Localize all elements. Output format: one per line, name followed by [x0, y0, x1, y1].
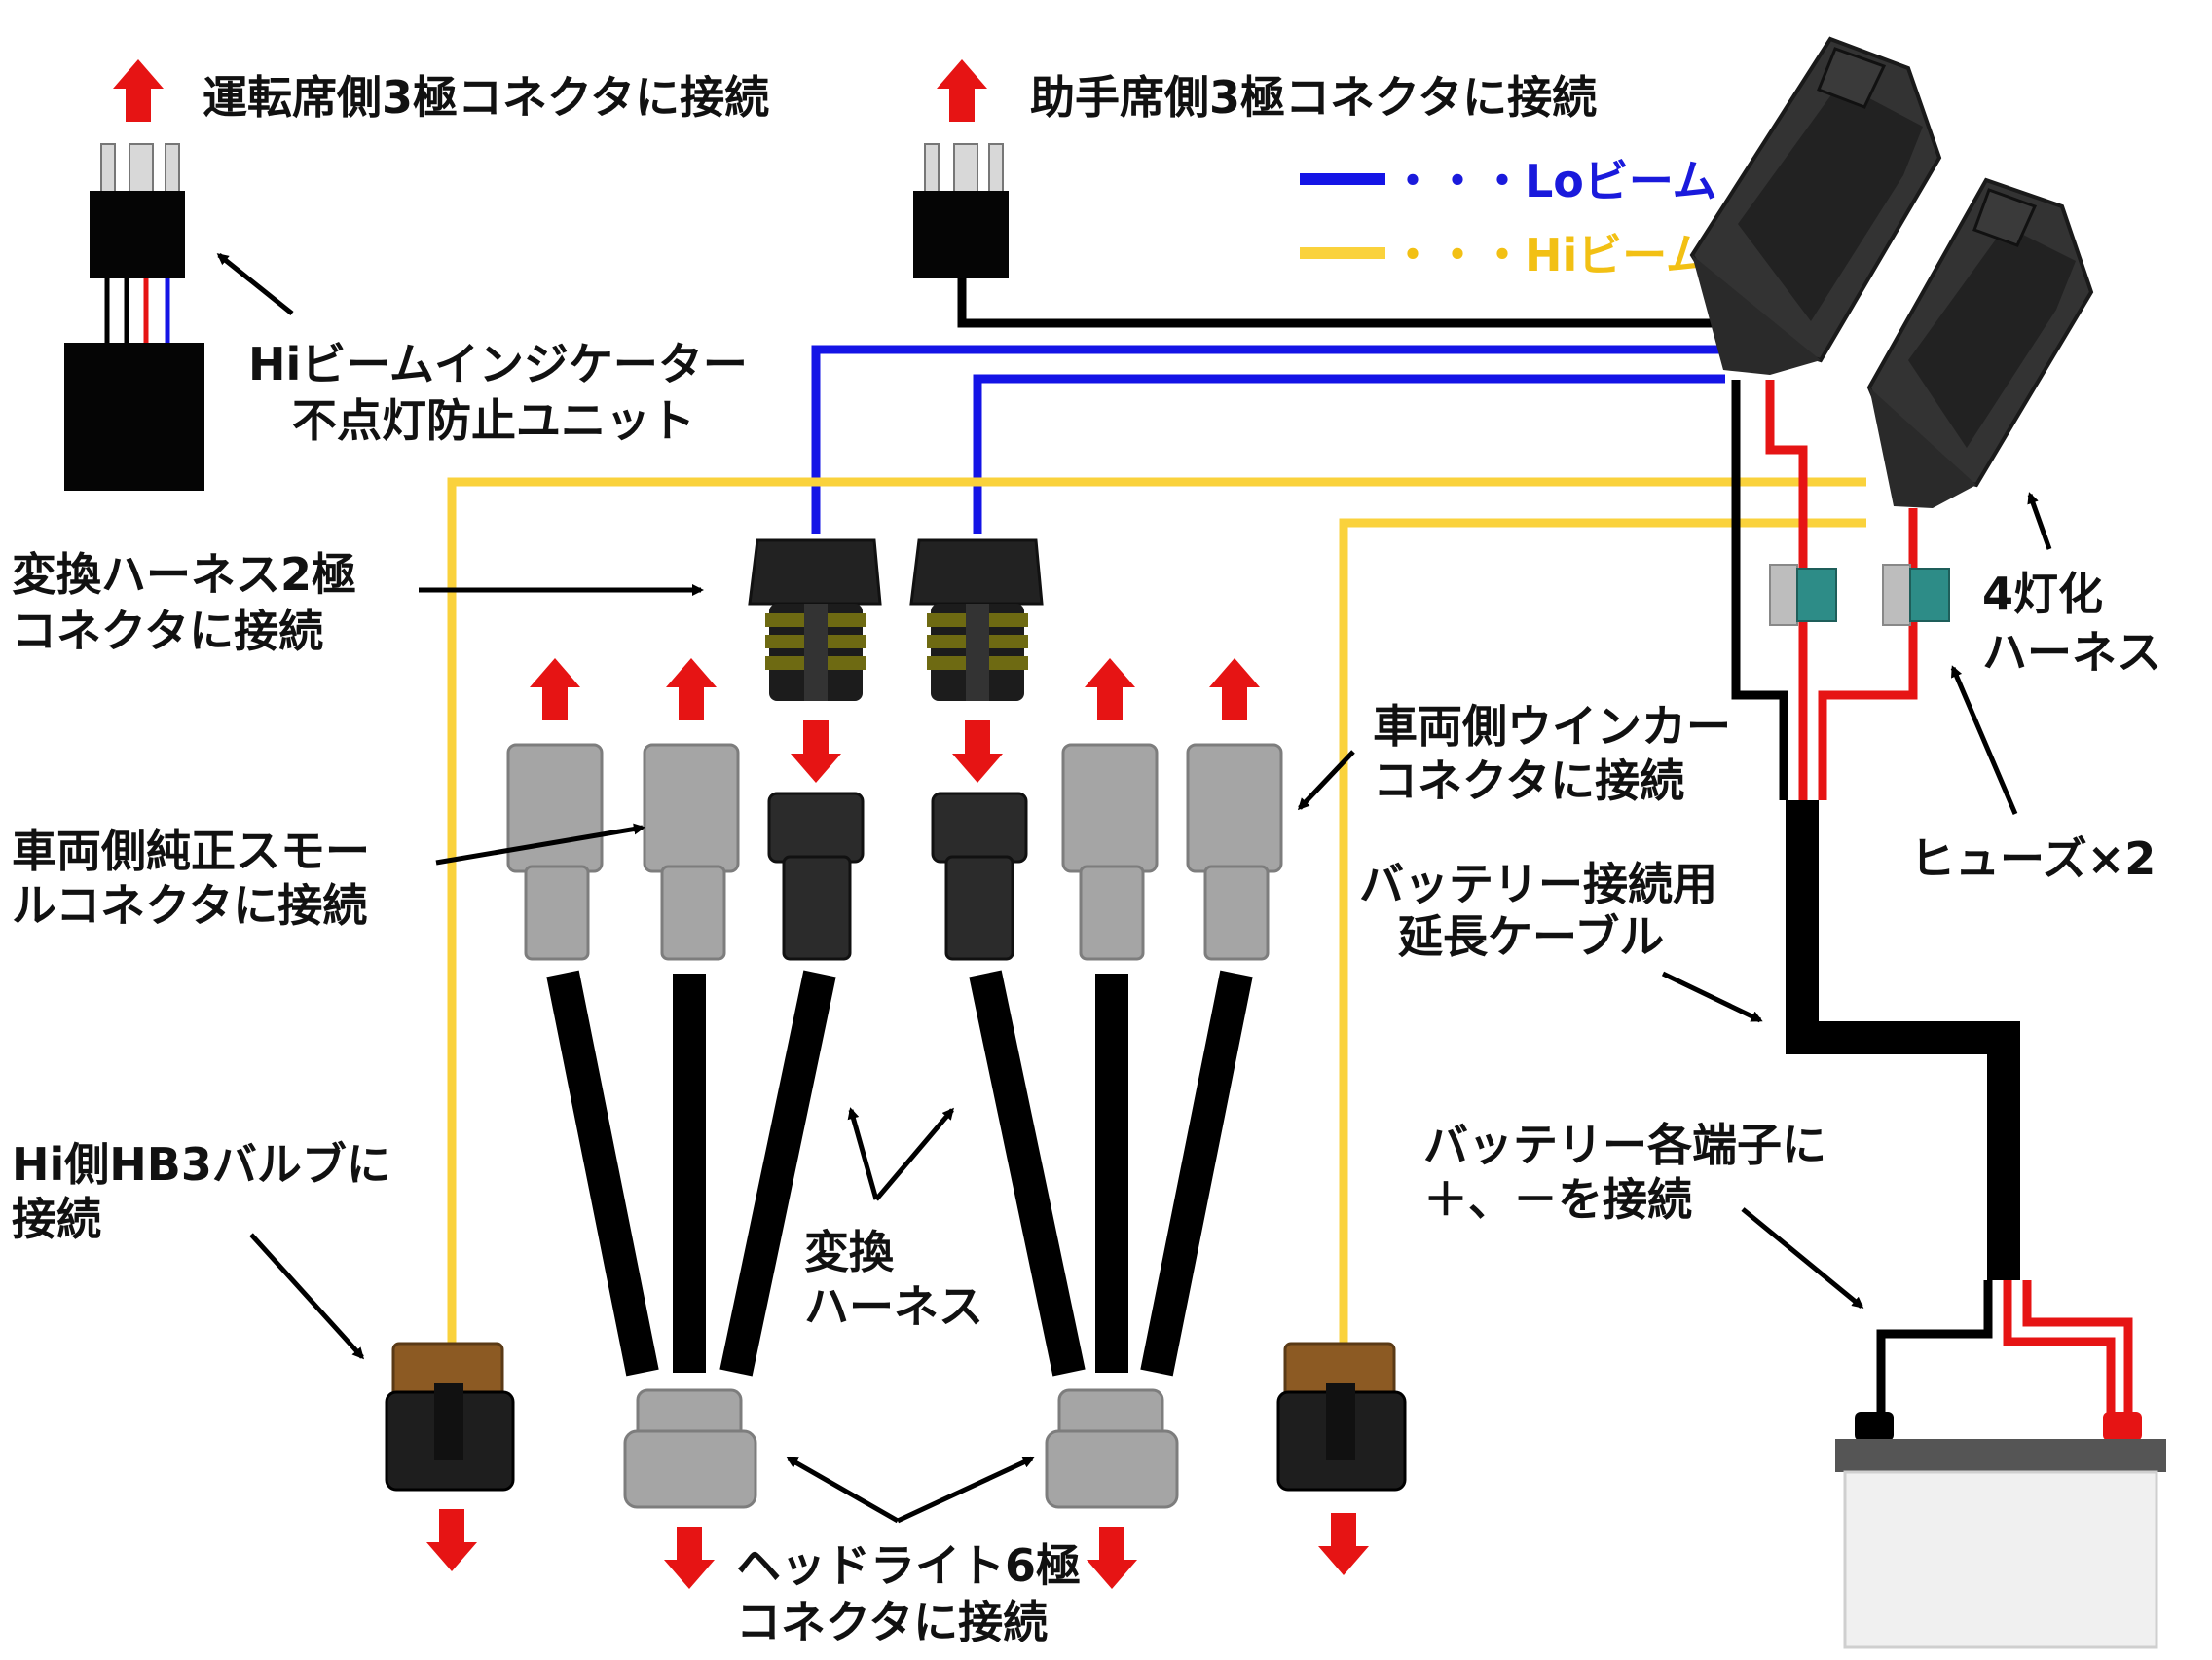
headlight-6pin-connector-left: [623, 1388, 757, 1509]
battery-cable-label-2: 延長ケーブル: [1398, 910, 1664, 963]
battery-extension-cable: [1786, 800, 2020, 1280]
black-pointer-arrow-icon: [249, 1233, 365, 1360]
winker-connector-2: [1186, 743, 1283, 961]
ground-wire-vertical: [1731, 380, 1788, 800]
hb3-label: Hi側HB3バルブに: [12, 1138, 391, 1191]
black-pointer-arrow-icon: [435, 823, 645, 866]
indicator-prevention-unit: [64, 343, 204, 491]
hi-wire-left: [447, 477, 1866, 1344]
car-battery-icon: [1835, 1412, 2166, 1649]
conversion-harness-label-2: ハーネス: [804, 1280, 983, 1333]
black-pointer-arrow-icon: [1297, 750, 1355, 811]
red-up-arrow-icon: [1209, 658, 1260, 720]
legend-lo-label: ・・・Loビーム: [1390, 155, 1717, 207]
small-connector-2: [643, 743, 740, 961]
headlight-6pin-connector-right: [1045, 1388, 1179, 1509]
black-pointer-arrow-icon: [847, 1107, 879, 1200]
indicator-unit-label-2: 不点灯防止ユニット: [292, 394, 695, 447]
hb3-label-2: 接続: [12, 1193, 101, 1245]
legend-hi-label: ・・・Hiビーム: [1390, 229, 1711, 281]
positive-wire-right: [1818, 508, 1918, 800]
battery-terminal-label-2: ＋、－を接続: [1423, 1173, 1692, 1226]
small-connector-label-2: ルコネクタに接続: [12, 879, 367, 932]
wires: [447, 255, 2133, 1414]
conversion-black-connector-1: [767, 792, 865, 961]
black-pointer-arrow-icon: [786, 1456, 900, 1524]
lo-wire-right: [973, 374, 1725, 534]
headlight-6pin-label: ヘッドライト6極: [736, 1539, 1081, 1592]
indicator-unit-label: Hiビームインジケーター: [248, 338, 748, 390]
black-pointer-arrow-icon: [1950, 665, 2018, 815]
red-up-arrow-icon: [530, 658, 580, 720]
battery-terminal-label: バッテリー各端子に: [1423, 1119, 1826, 1171]
black-pointer-arrow-icon: [896, 1456, 1035, 1524]
passenger-side-label: 助手席側3極コネクタに接続: [1030, 71, 1597, 124]
black-pointer-arrow-icon: [216, 253, 294, 315]
black-pointer-arrow-icon: [1661, 971, 1763, 1023]
fuse-holder-1: [1769, 564, 1837, 626]
conversion-harness-label: 変換: [804, 1226, 895, 1278]
lo-wire-left: [811, 345, 1725, 534]
legend-hi-swatch: [1300, 247, 1385, 259]
driver-side-label: 運転席側3極コネクタに接続: [203, 71, 769, 124]
pointer-arrows: [216, 253, 2052, 1524]
red-down-arrow-icon: [1318, 1513, 1369, 1575]
black-pointer-arrow-icon: [2027, 492, 2052, 550]
passenger-side-3pin-connector: [913, 143, 1009, 278]
red-up-arrow-icon: [937, 59, 987, 122]
battery-positive-lead-2: [2022, 1280, 2133, 1414]
small-connector-label: 車両側純正スモー: [12, 825, 370, 877]
fuse-label: ヒューズ×2: [1910, 832, 2156, 885]
legend-lo-swatch: [1300, 173, 1385, 185]
four-lamp-harness-label-2: ハーネス: [1982, 626, 2161, 679]
four-lamp-harness-label: 4灯化: [1982, 568, 2103, 620]
headlight-6pin-label-2: コネクタに接続: [736, 1596, 1048, 1648]
fuse-holder-2: [1882, 564, 1950, 626]
conversion-2pin-connector-left: [748, 538, 882, 701]
driver-side-3pin-connector: [90, 143, 185, 278]
winker-connector-1: [1061, 743, 1159, 961]
red-up-arrow-icon: [1085, 658, 1135, 720]
black-pointer-arrow-icon: [1741, 1207, 1864, 1309]
small-connector-1: [506, 743, 604, 961]
red-up-arrow-icon: [113, 59, 164, 122]
red-down-arrow-icon: [1087, 1527, 1137, 1589]
relay-box-2: [1866, 177, 2094, 508]
relay-box-1: [1689, 36, 1942, 375]
winker-label: 車両側ウインカー: [1373, 700, 1731, 753]
black-pointer-arrow-icon: [874, 1107, 954, 1201]
red-down-arrow-icon: [426, 1509, 477, 1571]
red-down-arrow-icon: [952, 720, 1003, 783]
battery-ground-lead: [1876, 1280, 1993, 1414]
legend: ・・・Loビーム ・・・Hiビーム: [1300, 155, 1717, 281]
conv-2pin-label-2: コネクタに接続: [12, 605, 323, 657]
conv-2pin-label: 変換ハーネス2極: [12, 548, 356, 601]
red-down-arrow-icon: [791, 720, 841, 783]
battery-positive-lead-1: [2003, 1280, 2116, 1414]
red-down-arrow-icon: [664, 1527, 715, 1589]
conversion-black-connector-2: [931, 792, 1028, 961]
conversion-harness-cables: [546, 970, 1253, 1377]
hb3-bulb-connector-left: [385, 1342, 515, 1492]
indicator-unit-wires: [104, 278, 170, 346]
hi-wire-right: [1339, 518, 1866, 1348]
battery-cable-label: バッテリー接続用: [1359, 858, 1717, 910]
red-up-arrow-icon: [666, 658, 717, 720]
labels: 運転席側3極コネクタに接続 助手席側3極コネクタに接続 Hiビームインジケーター…: [12, 71, 2161, 1648]
hb3-bulb-connector-right: [1276, 1342, 1407, 1492]
winker-label-2: コネクタに接続: [1373, 755, 1684, 807]
conversion-2pin-connector-right: [909, 538, 1044, 701]
